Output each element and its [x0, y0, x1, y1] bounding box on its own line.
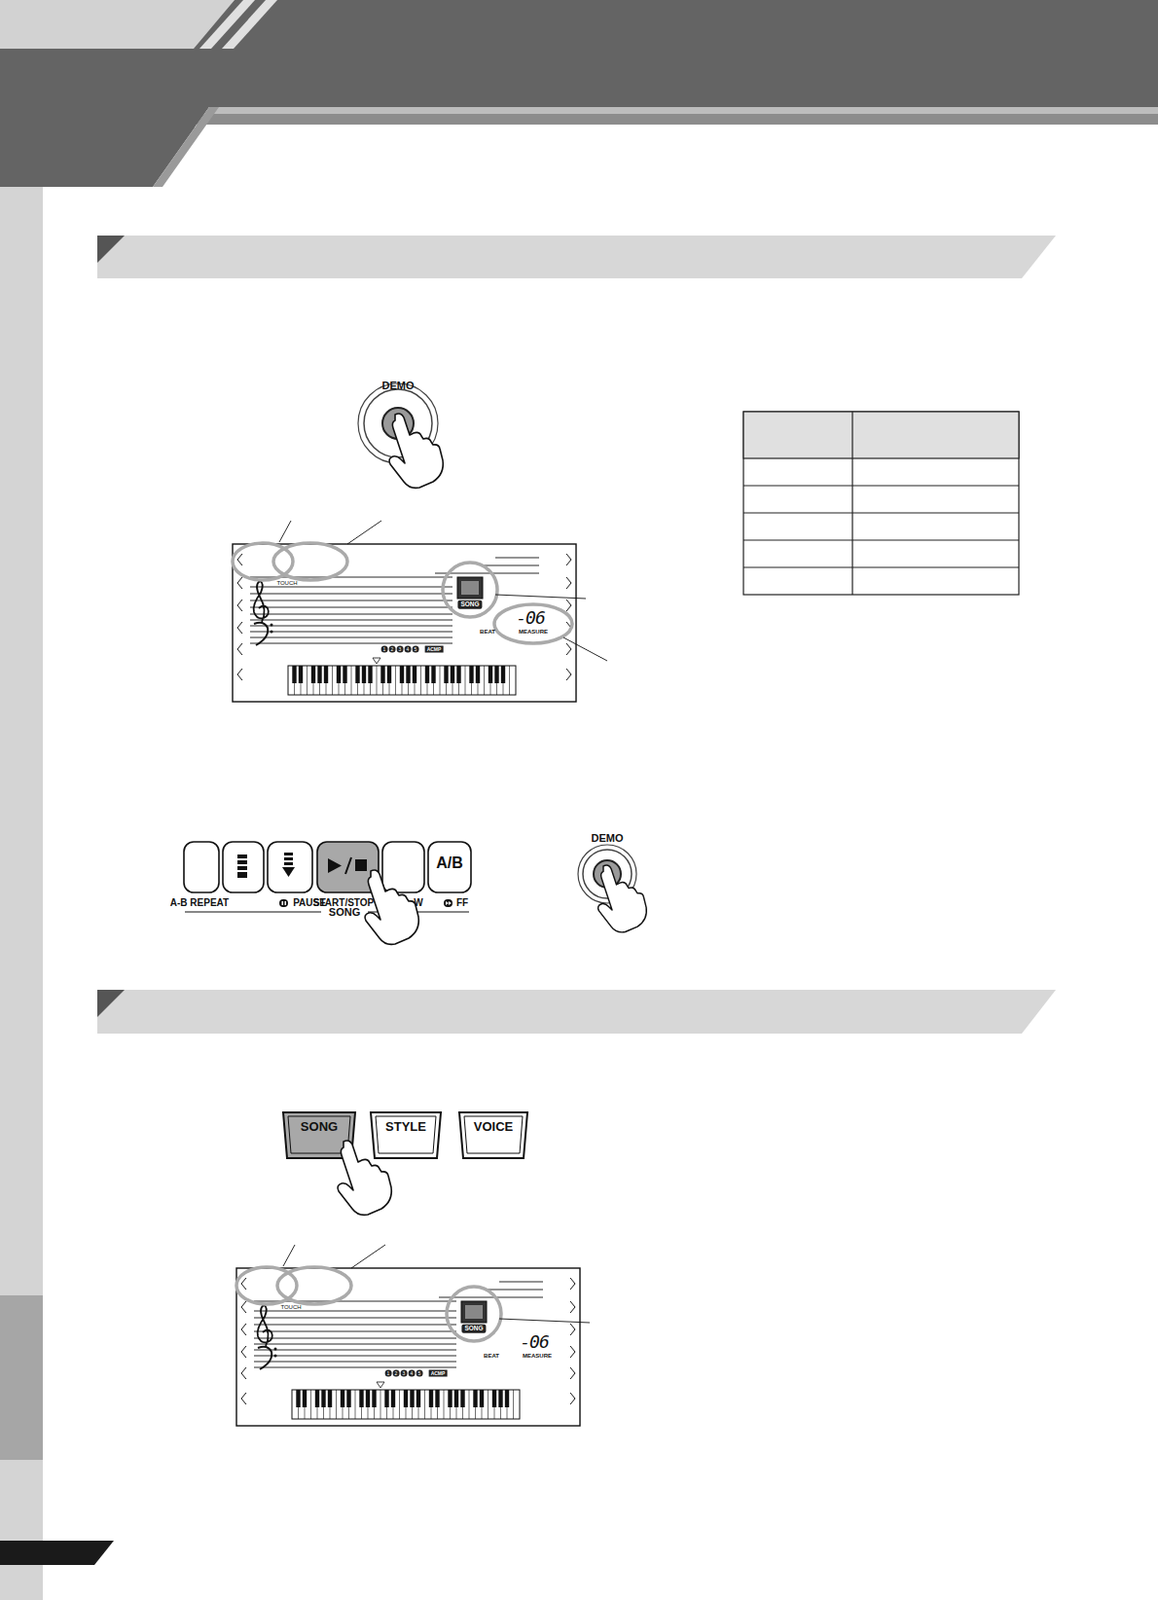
pressing-hand — [389, 413, 443, 488]
button-label: W — [413, 898, 423, 908]
lcd-indicator: 1 — [381, 646, 389, 653]
lcd-label: MEASURE — [522, 1352, 552, 1359]
button-label: FF — [456, 898, 469, 908]
button-text: STYLE — [385, 1120, 427, 1133]
pressing-hand — [337, 1140, 392, 1215]
lcd-indicator: 5 — [412, 646, 420, 653]
lcd-indicator: 4 — [404, 646, 412, 653]
lcd-indicator: ACMP — [429, 1370, 448, 1377]
lcd-indicator: 5 — [416, 1370, 424, 1377]
lcd-label: -06 — [519, 1333, 549, 1351]
voice-button: VOICE — [459, 1112, 528, 1158]
lcd-label: SONG — [461, 1324, 486, 1334]
lcd-label: SONG — [457, 600, 482, 610]
lcd-indicator: 1 — [385, 1370, 393, 1377]
lcd-label: -06 — [515, 609, 545, 627]
lcd-indicator: 2 — [389, 646, 397, 653]
lcd-label: MEASURE — [518, 628, 548, 635]
lcd-display — [232, 520, 608, 702]
button-label: SONG — [325, 906, 364, 918]
lcd-indicator: 3 — [397, 646, 404, 653]
demo-button: DEMO — [359, 380, 437, 469]
button-text: SONG — [300, 1120, 338, 1133]
song-button: SONG — [283, 1112, 356, 1158]
lcd-label: BEAT — [479, 628, 496, 635]
lcd-indicator: 3 — [400, 1370, 408, 1377]
lcd-display — [236, 1244, 590, 1426]
ab-button: A/B — [428, 841, 471, 893]
pressing-hand — [598, 865, 648, 933]
lcd-label: TOUCH — [276, 579, 297, 586]
demo-button: DEMO — [578, 832, 637, 902]
button-text: DEMO — [382, 380, 415, 392]
lcd-label: TOUCH — [280, 1303, 301, 1310]
style-button: STYLE — [370, 1112, 441, 1158]
lcd-indicator: 2 — [393, 1370, 400, 1377]
button-label: A-B REPEAT — [170, 898, 229, 908]
button-text: DEMO — [591, 832, 624, 844]
button-text: VOICE — [473, 1120, 513, 1133]
lcd-label: BEAT — [483, 1352, 500, 1359]
button-text: A/B — [435, 855, 464, 871]
lcd-indicator: ACMP — [425, 646, 444, 653]
lcd-indicator: 4 — [408, 1370, 416, 1377]
